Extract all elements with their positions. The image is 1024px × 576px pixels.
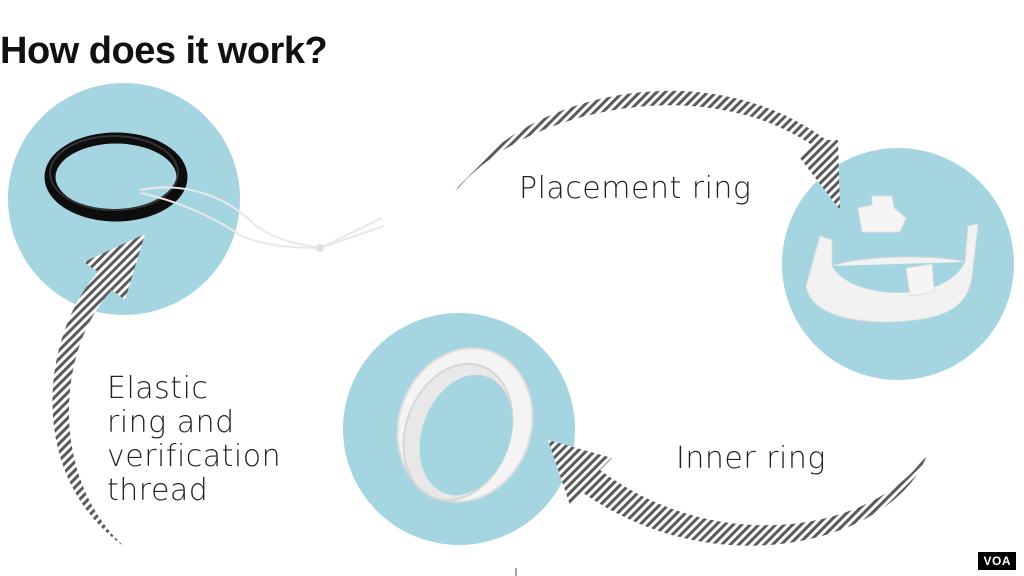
placement-ring-icon [805, 195, 979, 323]
arrow-icon [52, 234, 146, 547]
arrow-icon [548, 440, 928, 546]
elastic-ring-circle [8, 83, 240, 315]
elastic-ring-label: Elastic ring and verification thread [107, 372, 281, 508]
page-title: How does it work? [0, 30, 328, 72]
elastic-ring-label-line: verification [107, 439, 282, 474]
elastic-ring-label-line: thread [107, 473, 209, 508]
voa-logo: VOA [978, 552, 1016, 570]
elastic-ring-icon [44, 132, 385, 252]
placement-ring-label: Placement ring [519, 171, 752, 206]
inner-ring-icon [396, 347, 534, 503]
elastic-ring-label-line: ring and [107, 405, 235, 440]
arrow-icon [455, 90, 840, 210]
elastic-ring-label-line: Elastic [107, 371, 209, 406]
inner-ring-label: Inner ring [676, 441, 826, 476]
